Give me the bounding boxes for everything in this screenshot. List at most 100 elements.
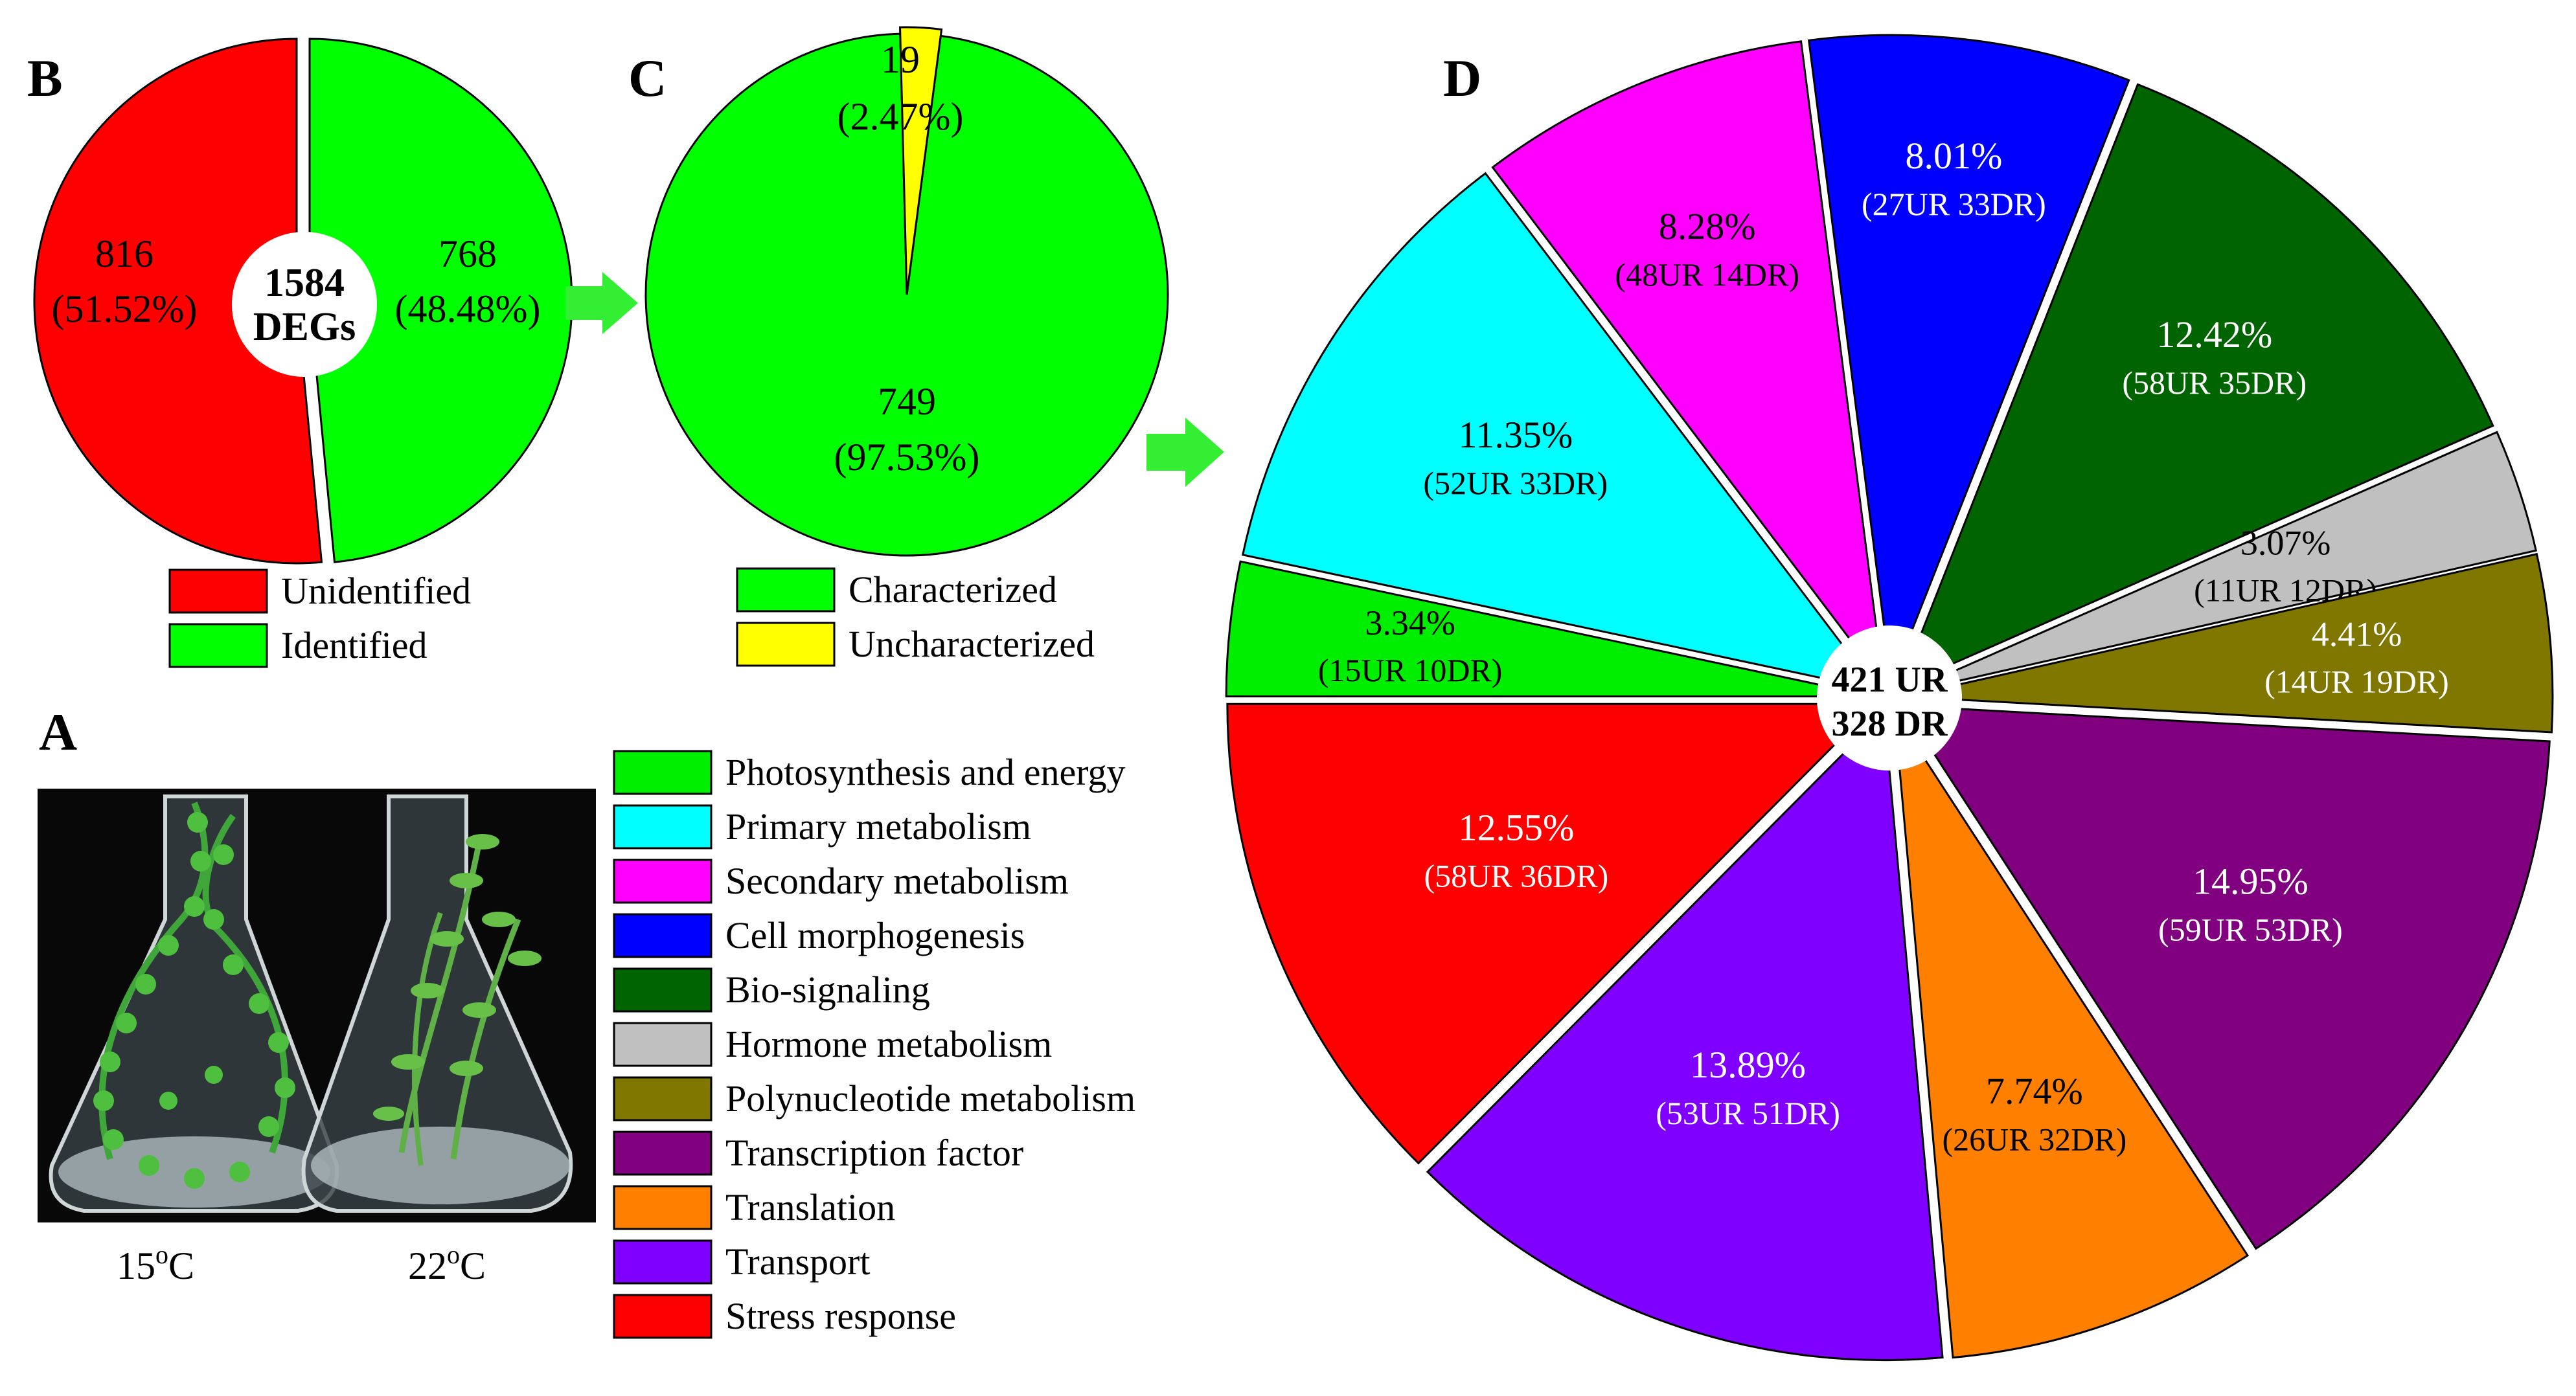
center-label-d-line2: 328 DR — [1832, 704, 1948, 744]
slice-photosynthesis-and-energy — [1225, 560, 1875, 697]
legend-b-label-0: Unidentified — [281, 570, 471, 612]
legend-d-label-2: Secondary metabolism — [725, 860, 1069, 902]
slice-group-0: 3.34% (15UR 10DR) — [1225, 560, 1875, 697]
detail-label-stress-response: (58UR 36DR) — [1424, 858, 1609, 894]
slice-group-3: 8.01% (27UR 33DR) — [1807, 34, 2130, 683]
slice-group-10: 12.55% (58UR 36DR) — [1226, 703, 1878, 1165]
percent-label-cell-morphogenesis: 8.01% — [1905, 135, 2002, 177]
legend-b-swatch-1 — [168, 623, 268, 668]
value-label-unidentified: 816 — [95, 232, 154, 275]
value-label-uncharacterized: 19 — [881, 38, 920, 81]
legend-d-label-4: Bio-signaling — [725, 969, 930, 1011]
legend-d-swatch-0 — [613, 750, 712, 795]
slice-group-2: 8.28% (48UR 14DR) — [1491, 40, 1886, 688]
percent-label-photosynthesis-and-energy: 3.34% — [1365, 603, 1455, 642]
legend-c-label-1: Uncharacterized — [849, 623, 1095, 665]
slice-translation — [1893, 712, 2250, 1359]
percent-label-primary-metabolism: 11.35% — [1458, 414, 1573, 456]
slice-group-unidentified — [33, 38, 323, 565]
photo-label-22c: 22oC — [408, 1240, 486, 1287]
panel-letter-b: B — [27, 49, 63, 107]
percent-label-identified: (48.48%) — [395, 287, 541, 330]
legend-d-swatch-6 — [613, 1076, 712, 1121]
slice-transport — [1426, 710, 1944, 1361]
legend-d-label-7: Transcription factor — [725, 1132, 1023, 1174]
center-hole-d — [1817, 625, 1962, 771]
arrow-c-to-d-icon — [1146, 418, 1224, 487]
legend-d-swatch-5 — [613, 1022, 712, 1067]
percent-label-bio-signaling: 12.42% — [2156, 313, 2272, 355]
legend-d-label-3: Cell morphogenesis — [725, 914, 1025, 956]
slice-stress-response — [1226, 703, 1878, 1165]
legend-d-swatch-7 — [613, 1131, 712, 1176]
detail-label-transcription-factor: (59UR 53DR) — [2158, 912, 2343, 948]
panel-letter-a: A — [39, 703, 77, 761]
legend-d-label-5: Hormone metabolism — [725, 1023, 1052, 1065]
legend-d-label-9: Transport — [725, 1241, 870, 1283]
pie-chart-d: 3.34% (15UR 10DR) 11.35% (52UR 33DR) 8.28% (4… — [1225, 34, 2554, 1361]
value-label-characterized: 749 — [878, 380, 936, 423]
legend-d-label-10: Stress response — [725, 1295, 956, 1337]
pie-chart-c: 19 (2.47%) 749 (97.53%) — [644, 26, 1169, 557]
legend-c-swatch-0 — [736, 567, 836, 613]
legend-d-label-1: Primary metabolism — [725, 805, 1031, 848]
percent-label-unidentified: (51.52%) — [52, 287, 198, 330]
slice-secondary-metabolism — [1491, 40, 1886, 688]
center-label-b-line2: DEGs — [253, 305, 356, 349]
percent-label-uncharacterized: (2.47%) — [838, 95, 964, 138]
percent-label-polynucleotide-metabolism: 4.41% — [2312, 615, 2402, 654]
flask-photo — [38, 789, 596, 1222]
slice-unidentified — [33, 38, 323, 565]
photo-label-15c: 15oC — [117, 1240, 194, 1287]
percent-label-stress-response: 12.55% — [1458, 807, 1574, 849]
legend-d-swatch-8 — [613, 1185, 712, 1230]
legend-d-swatch-9 — [613, 1239, 712, 1285]
detail-label-polynucleotide-metabolism: (14UR 19DR) — [2264, 664, 2449, 700]
percent-label-transcription-factor: 14.95% — [2193, 861, 2308, 903]
legend-d-swatch-2 — [613, 859, 712, 904]
value-label-identified: 768 — [439, 232, 497, 275]
slice-cell-morphogenesis — [1807, 34, 2130, 683]
legend-b-swatch-0 — [168, 569, 268, 614]
center-hole-b — [232, 232, 377, 377]
legend-d-swatch-3 — [613, 913, 712, 958]
legend-d-swatch-10 — [613, 1294, 712, 1339]
slice-transcription-factor — [1900, 704, 2551, 1250]
detail-label-translation: (26UR 32DR) — [1943, 1121, 2127, 1157]
slice-group-9: 13.89% (53UR 51DR) — [1426, 710, 1944, 1361]
legend-c-swatch-1 — [736, 622, 836, 667]
center-label-b-line1: 1584 — [264, 261, 345, 305]
slice-group-4: 12.42% (58UR 35DR) — [1898, 83, 2494, 689]
panel-letter-c: C — [628, 49, 667, 107]
slice-uncharacterized — [898, 26, 943, 295]
legend-d-swatch-1 — [613, 804, 712, 850]
arrow-b-to-c-icon — [565, 272, 638, 334]
detail-label-cell-morphogenesis: (27UR 33DR) — [1862, 186, 2046, 222]
legend-d-label-8: Translation — [725, 1186, 895, 1228]
slice-group-6: 4.41% (14UR 19DR) — [1904, 552, 2554, 734]
percent-label-secondary-metabolism: 8.28% — [1659, 205, 1756, 247]
percent-label-transport: 13.89% — [1690, 1044, 1806, 1086]
center-label-d-line1: 421 UR — [1832, 660, 1948, 700]
legend-d-label-6: Polynucleotide metabolism — [725, 1077, 1135, 1120]
detail-label-transport: (53UR 51DR) — [1656, 1095, 1840, 1131]
percent-label-characterized: (97.53%) — [834, 436, 980, 478]
slice-group-7: 14.95% (59UR 53DR) — [1900, 704, 2551, 1250]
legend-b-label-1: Identified — [281, 624, 427, 666]
detail-label-photosynthesis-and-energy: (15UR 10DR) — [1318, 652, 1503, 688]
legend-c-label-0: Characterized — [849, 569, 1057, 611]
detail-label-secondary-metabolism: (48UR 14DR) — [1615, 256, 1799, 293]
legend-d-label-0: Photosynthesis and energy — [725, 751, 1126, 793]
detail-label-bio-signaling: (58UR 35DR) — [2122, 365, 2307, 401]
panel-letter-d: D — [1443, 49, 1481, 107]
detail-label-primary-metabolism: (52UR 33DR) — [1423, 465, 1608, 501]
legend-d-swatch-4 — [613, 967, 712, 1013]
percent-label-hormone-metabolism: 3.07% — [2240, 523, 2331, 562]
slice-polynucleotide-metabolism — [1904, 552, 2554, 734]
slice-group-8: 7.74%(26UR 32DR) — [1893, 712, 2250, 1359]
